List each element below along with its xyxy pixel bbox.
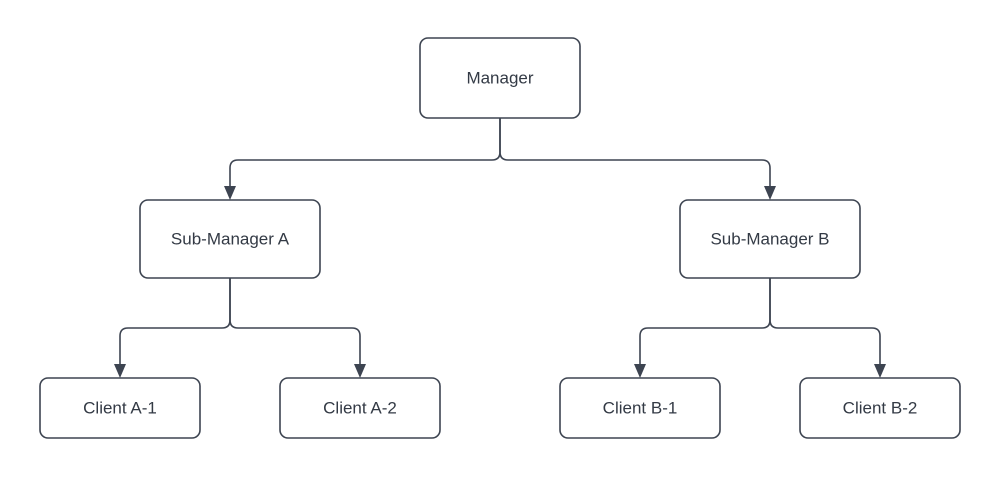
node-client-b-2[interactable]: Client B-2 [799,377,961,439]
node-box-manager[interactable] [419,37,581,119]
edge-sub-b-client-b-1 [634,278,771,378]
node-label-sub-manager-a: Sub-Manager A [171,229,290,248]
node-box-client-b-1[interactable] [559,377,721,439]
node-client-a-2[interactable]: Client A-2 [279,377,441,439]
edges-layer [114,118,886,378]
node-sub-manager-a[interactable]: Sub-Manager A [139,199,321,279]
node-box-sub-manager-b[interactable] [679,199,861,279]
node-manager[interactable]: Manager [419,37,581,119]
node-label-manager: Manager [466,68,533,87]
node-label-client-a-1: Client A-1 [83,398,157,417]
arrowhead-icon [224,186,236,200]
node-sub-manager-b[interactable]: Sub-Manager B [679,199,861,279]
edge-sub-a-client-a-2 [229,278,366,378]
node-client-a-1[interactable]: Client A-1 [39,377,201,439]
node-label-client-b-1: Client B-1 [603,398,678,417]
edge-manager-sub-a [224,118,501,200]
node-box-client-b-2[interactable] [799,377,961,439]
node-box-client-a-2[interactable] [279,377,441,439]
node-label-client-a-2: Client A-2 [323,398,397,417]
node-box-client-a-1[interactable] [39,377,201,439]
arrowhead-icon [634,364,646,378]
edge-manager-sub-b [499,118,776,200]
edge-sub-b-client-b-2 [769,278,886,378]
node-client-b-1[interactable]: Client B-1 [559,377,721,439]
edge-sub-a-client-a-1 [114,278,231,378]
node-label-sub-manager-b: Sub-Manager B [710,229,829,248]
arrowhead-icon [874,364,886,378]
arrowhead-icon [114,364,126,378]
node-label-client-b-2: Client B-2 [843,398,918,417]
node-box-sub-manager-a[interactable] [139,199,321,279]
arrowhead-icon [354,364,366,378]
arrowhead-icon [764,186,776,200]
